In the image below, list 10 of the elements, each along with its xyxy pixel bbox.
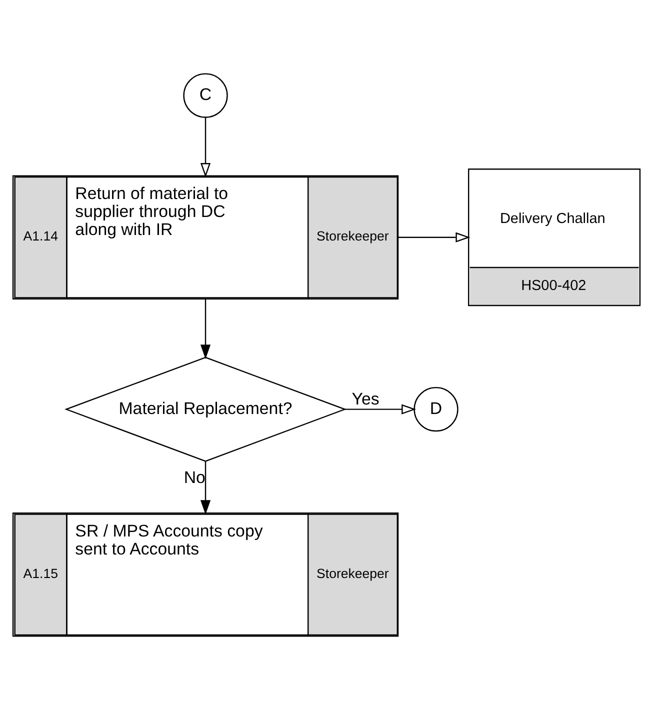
- node-circle: D: [414, 386, 458, 432]
- node-circle: C: [183, 72, 228, 118]
- arrow: [344, 404, 416, 414]
- arrow: [200, 116, 211, 177]
- arrow: [398, 232, 470, 242]
- arrow: [200, 298, 211, 359]
- edge-label: No: [184, 467, 206, 486]
- arrow: [200, 461, 211, 514]
- node-diamond: Material Replacement?: [64, 356, 347, 462]
- edge-label: Yes: [352, 389, 380, 408]
